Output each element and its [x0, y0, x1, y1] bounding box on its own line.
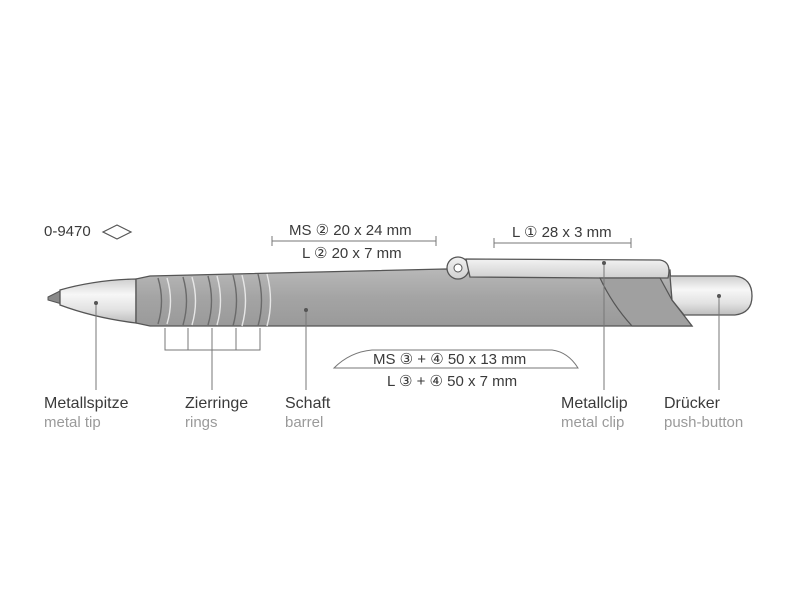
metal-tip-shape	[47, 278, 137, 324]
print-area-l-2: L ② 20 x 7 mm	[302, 245, 402, 262]
label-rings-en: rings	[185, 414, 218, 431]
article-number: 0-9470	[44, 223, 91, 240]
print-area-ms-34: MS ③ + ④ 50 x 13 mm	[373, 351, 527, 368]
label-push-button-en: push-button	[664, 414, 744, 431]
rings-shape	[157, 273, 272, 327]
print-marker-icon	[101, 224, 133, 240]
label-barrel-de: Schaft	[285, 395, 331, 412]
leader-lines	[95, 263, 720, 390]
print-area-ms-2: MS ② 20 x 24 mm	[289, 222, 412, 239]
label-metal-clip-de: Metallclip	[561, 395, 628, 412]
print-area-l-1: L ① 28 x 3 mm	[512, 224, 612, 241]
label-push-button-de: Drücker	[664, 395, 721, 412]
push-button-shape	[669, 275, 753, 316]
label-metal-tip-de: Metallspitze	[44, 395, 129, 412]
print-area-brackets	[271, 236, 632, 369]
label-metal-tip-en: metal tip	[44, 414, 101, 431]
label-rings-de: Zierringe	[185, 395, 249, 412]
label-barrel-en: barrel	[285, 414, 324, 431]
label-metal-clip-en: metal clip	[561, 414, 625, 431]
print-area-l-34: L ③ + ④ 50 x 7 mm	[387, 373, 518, 390]
